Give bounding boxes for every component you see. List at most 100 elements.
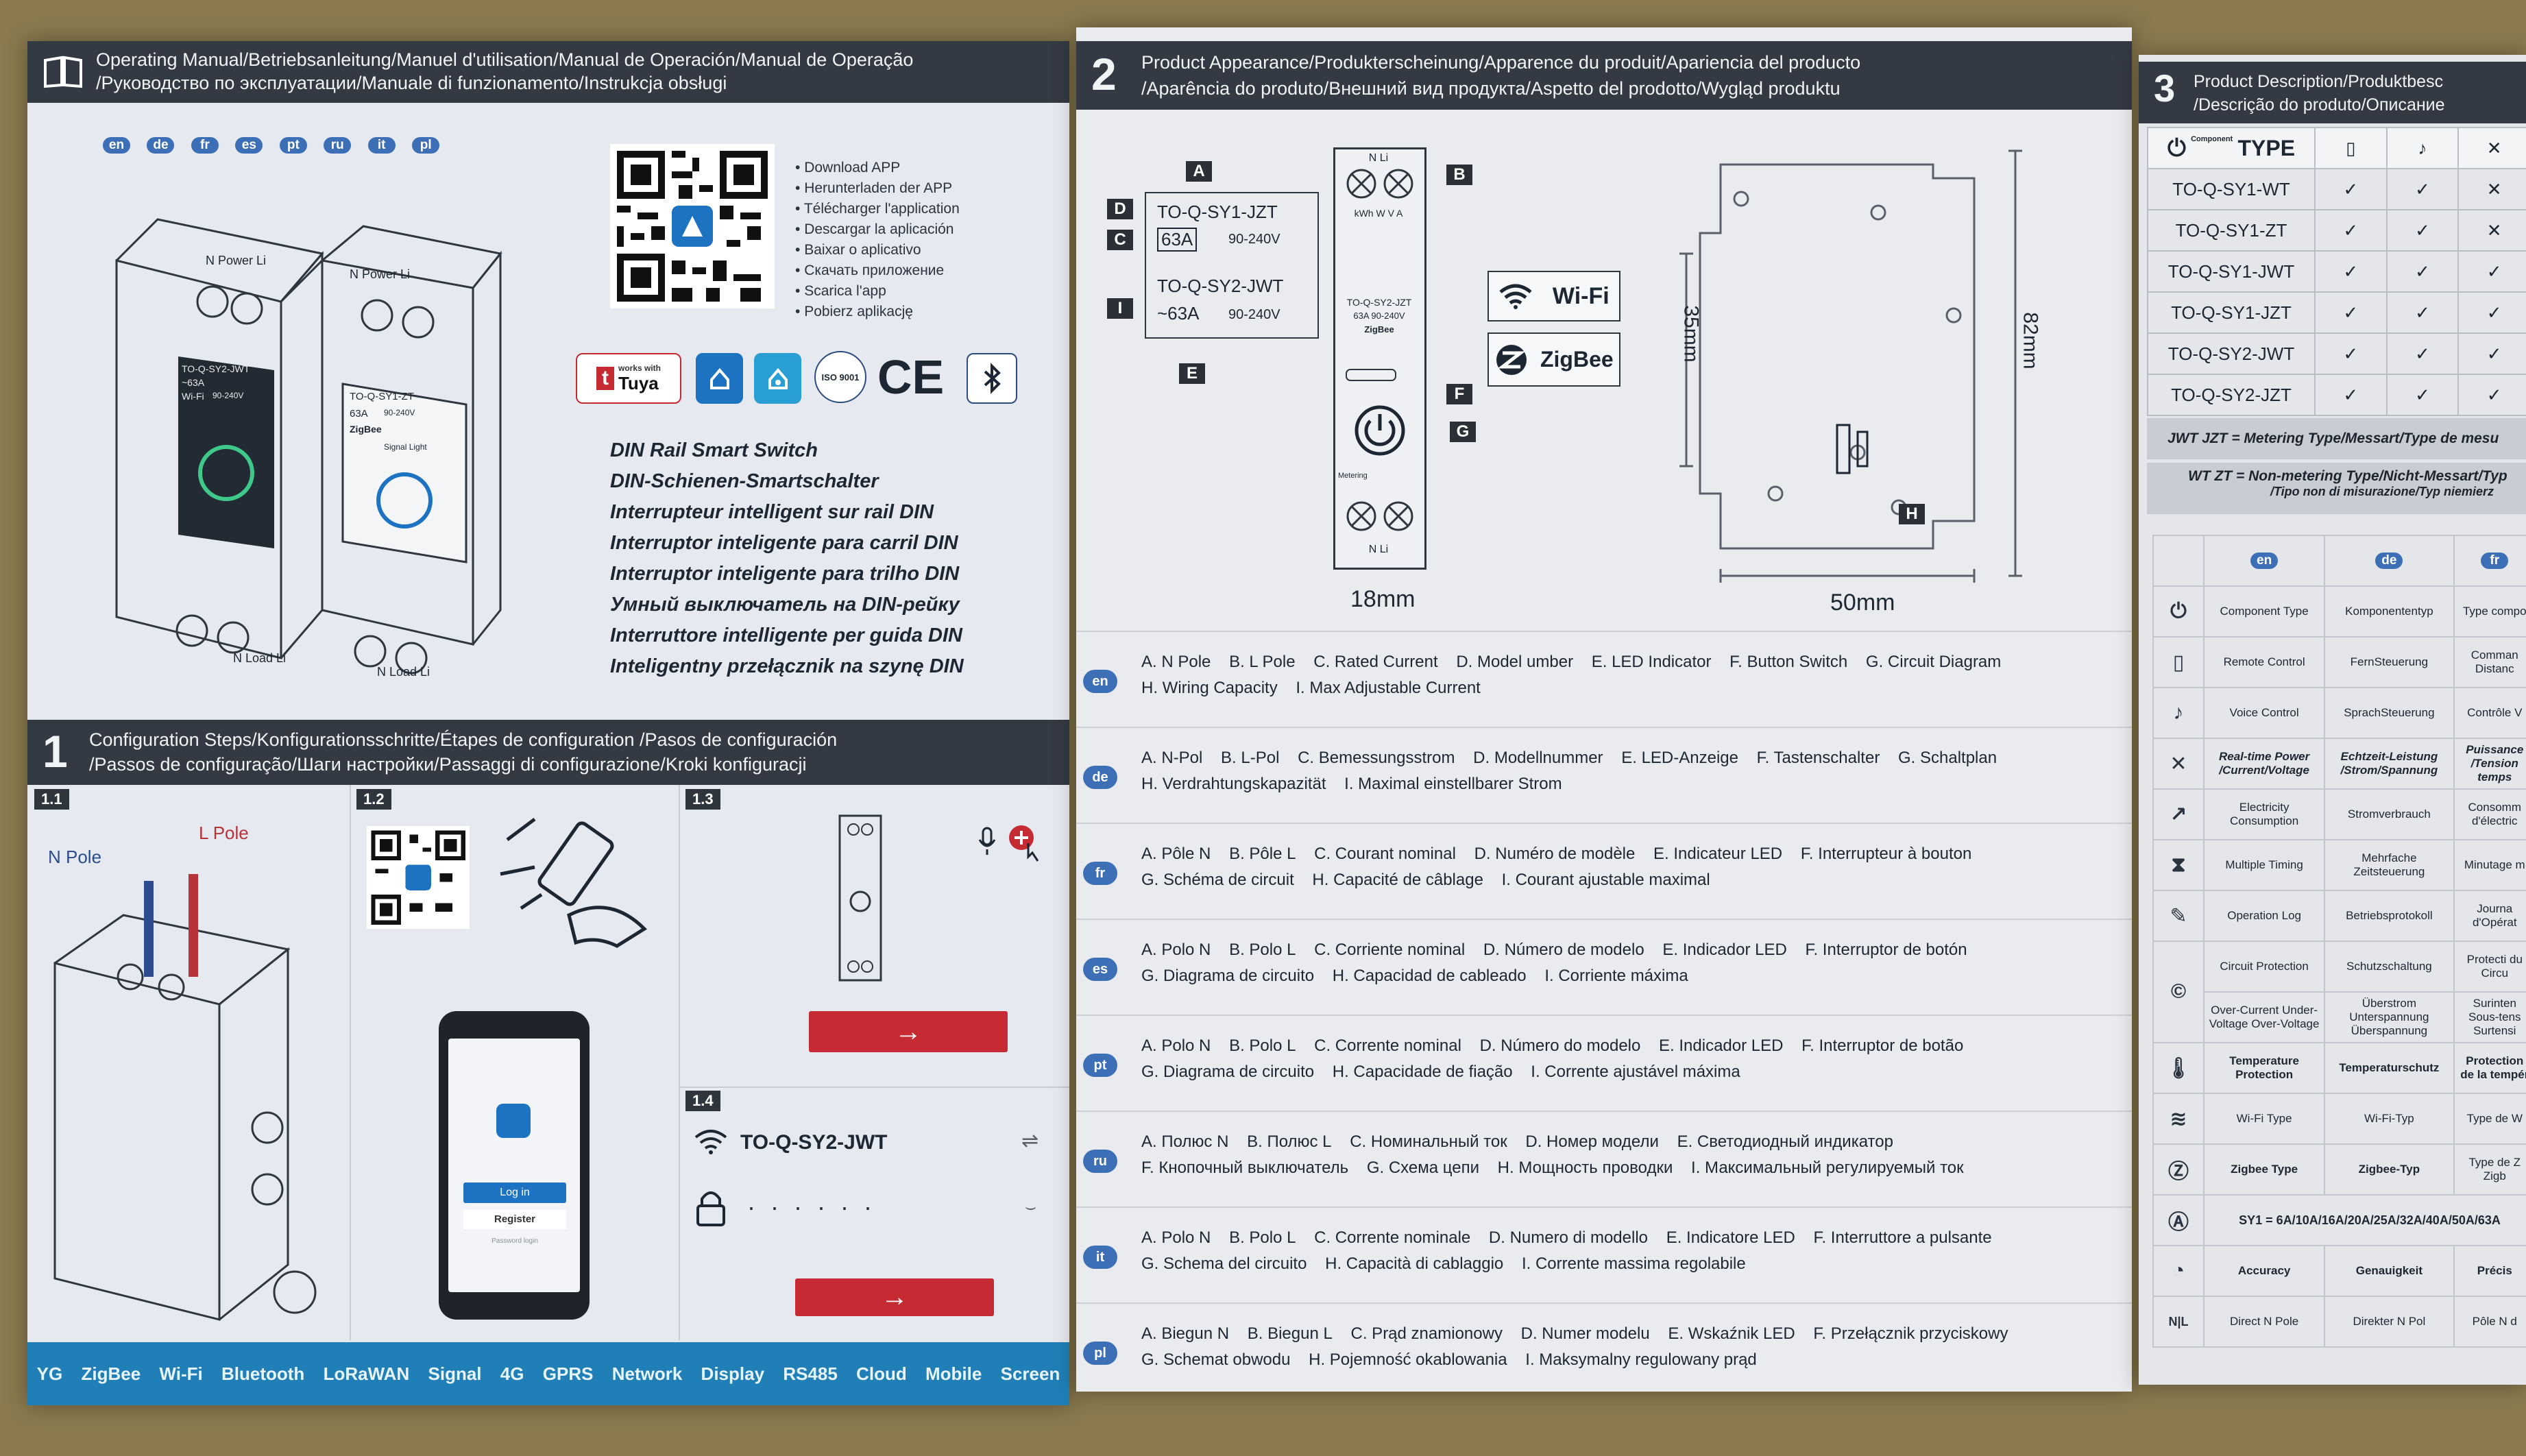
register-button[interactable]: Register	[463, 1210, 566, 1229]
label-h: H	[1899, 504, 1925, 524]
height-35mm-label: 35mm	[1679, 305, 1703, 363]
lang-badge: fr	[1083, 862, 1117, 885]
product-title-list: DIN Rail Smart Switch DIN-Schienen-Smart…	[610, 435, 964, 682]
label-b: B	[1446, 165, 1472, 185]
callout-model-1: TO-Q-SY1-JZT	[1157, 202, 1278, 222]
bullet-item: • Download APP	[795, 160, 901, 175]
lang-badge: ru	[324, 137, 352, 154]
device-right-voltage: 90-240V	[384, 408, 415, 417]
connectivity-icon-bar: YG ZigBee Wi-Fi Bluetooth LoRaWAN Signal…	[27, 1342, 1069, 1405]
wifi-ssid[interactable]: TO-Q-SY2-JWT	[740, 1131, 888, 1154]
device-front-view: N Li kWh W V A TO-Q-SY2-JZT 63A 90-240V …	[1333, 147, 1426, 570]
wifi-icon: ≋	[2152, 1093, 2205, 1145]
microphone-icon: ♪	[2152, 687, 2205, 739]
qr-code-icon	[610, 144, 775, 308]
load-label-left: N Load Li	[233, 651, 287, 665]
device-left-top-label: N Power Li	[206, 254, 267, 267]
bullet-item: • Télécharger l'application	[795, 201, 960, 217]
appearance-line-1: Product Appearance/Produkterscheinung/Ap…	[1141, 52, 1861, 73]
legend-line-2: G. Schéma de circuit H. Capacité de câbl…	[1141, 871, 1710, 889]
non-metering-note: WT ZT = Non-metering Type/Nicht-Messart/…	[2147, 463, 2526, 514]
step-1-4: 1.4 TO-Q-SY2-JWT ⇌ · · · · · · ⌣ →	[679, 1087, 1069, 1340]
smart-life-icon	[696, 353, 743, 404]
password-login-link[interactable]: Password login	[491, 1237, 538, 1245]
device-right-top-label: N Power Li	[350, 267, 411, 281]
add-device-icon[interactable]	[1006, 823, 1047, 864]
label-d: D	[1107, 199, 1133, 219]
model-callout: TO-Q-SY1-JZT 63A 90-240V TO-Q-SY2-JWT ~6…	[1145, 192, 1319, 339]
manual-panel-2: 2 Product Appearance/Produkterscheinung/…	[1076, 27, 2132, 1392]
lang-badge: de	[147, 137, 175, 154]
lang-badge: ru	[1083, 1150, 1117, 1173]
tools-icon: ✕	[2152, 738, 2205, 790]
step-number: 1.3	[685, 789, 720, 810]
table-row: TO-Q-SY1-JZT✓✓✓	[2147, 291, 2526, 334]
legend-line-2: G. Diagrama de circuito H. Capacidad de …	[1141, 967, 1688, 985]
lang-badge: es	[1083, 958, 1117, 981]
operating-manual-header: Operating Manual/Betriebsanleitung/Manue…	[27, 41, 1069, 103]
app-icon	[496, 1104, 531, 1138]
label-f: F	[1446, 384, 1472, 404]
header-line-1: Operating Manual/Betriebsanleitung/Manue…	[96, 49, 914, 70]
legend-line-2: G. Schema del circuito H. Capacità di ca…	[1141, 1254, 1746, 1273]
legend-line-1: A. Pôle N B. Pôle L C. Courant nominal D…	[1141, 845, 1972, 863]
legend-row-pl: pl A. Biegun N B. Biegun L C. Prąd znami…	[1076, 1302, 2132, 1392]
thermometer-icon: 🌡	[2152, 1042, 2205, 1094]
wiring-illustration	[53, 874, 317, 1321]
legend-line-1: A. Polo N B. Polo L C. Corrente nominale…	[1141, 1228, 1992, 1247]
next-button[interactable]: →	[809, 1011, 1008, 1052]
product-title: Умный выключатель на DIN-рейку	[610, 594, 960, 616]
password-field[interactable]: · · · · · ·	[747, 1193, 876, 1221]
legend-line-2: F. Кнопочный выключатель G. Схема цепи H…	[1141, 1158, 1964, 1177]
lang-badge: en	[2250, 553, 2279, 569]
lang-badge: en	[103, 137, 130, 154]
device-amp-label: 63A 90-240V	[1353, 311, 1405, 321]
direct-pole-icon: N|L	[2152, 1296, 2205, 1348]
product-title: Interruptor inteligente para trilho DIN	[610, 563, 960, 585]
ce-mark: CE	[877, 350, 945, 404]
config-line-2: /Passos de configuração/Шаги настройки/P…	[89, 754, 807, 775]
manual-panel-1: Operating Manual/Betriebsanleitung/Manue…	[27, 41, 1069, 1405]
lang-badge: de	[1083, 766, 1117, 789]
metering-label: Metering	[1338, 472, 1368, 480]
product-title: Interruptor inteligente para carril DIN	[610, 532, 958, 554]
works-with-label: works with	[618, 363, 661, 373]
table-row: TO-Q-SY1-WT✓✓✕	[2147, 168, 2526, 210]
section-number: 2	[1091, 49, 1117, 99]
manual-panel-3: 3 Product Description/Produktbesc /Descr…	[2139, 55, 2526, 1385]
device-left-voltage: 90-240V	[212, 391, 244, 400]
login-button[interactable]: Log in	[463, 1182, 566, 1203]
legend-line-1: A. N Pole B. L Pole C. Rated Current D. …	[1141, 653, 2002, 671]
legend-row-it: it A. Polo N B. Polo L C. Corrente nomin…	[1076, 1206, 2132, 1304]
device-left-model: TO-Q-SY2-JWT	[182, 363, 250, 374]
description-line-2: /Descrição do produto/Описание	[2194, 95, 2445, 114]
legend-row-fr: fr A. Pôle N B. Pôle L C. Courant nomina…	[1076, 823, 2132, 920]
metering-note: JWT JZT = Metering Type/Messart/Type de …	[2147, 418, 2526, 459]
device-bottom-label: N Li	[1368, 544, 1389, 555]
tuya-label: Tuya	[618, 372, 659, 393]
confirm-button[interactable]: →	[795, 1278, 994, 1316]
device-zigbee-label: ZigBee	[1364, 324, 1394, 335]
hide-password-icon[interactable]: ⌣	[1025, 1196, 1037, 1217]
lang-badge: de	[2375, 553, 2403, 569]
section-number: 1	[42, 726, 68, 777]
lang-badge: it	[1083, 1246, 1117, 1269]
hourglass-icon: ⧗	[2152, 839, 2205, 891]
tuya-badge: t works with Tuya	[576, 353, 681, 404]
signal-icon: Signal	[428, 1363, 482, 1384]
legend-line-1: A. Polo N B. Polo L C. Corriente nominal…	[1141, 941, 1967, 959]
tools-icon: ✕	[2457, 127, 2526, 169]
switch-network-icon[interactable]: ⇌	[1021, 1130, 1039, 1152]
protection-icon: ©	[2152, 941, 2205, 1043]
product-title: Interruttore intelligente per guida DIN	[610, 624, 962, 646]
device-top-label: N Li	[1368, 152, 1389, 164]
ampere-icon: Ⓐ	[2152, 1194, 2205, 1246]
power-button-icon[interactable]	[1352, 403, 1407, 458]
microphone-icon: ♪	[2385, 127, 2460, 169]
device-unit-label: kWh W V A	[1354, 208, 1403, 219]
